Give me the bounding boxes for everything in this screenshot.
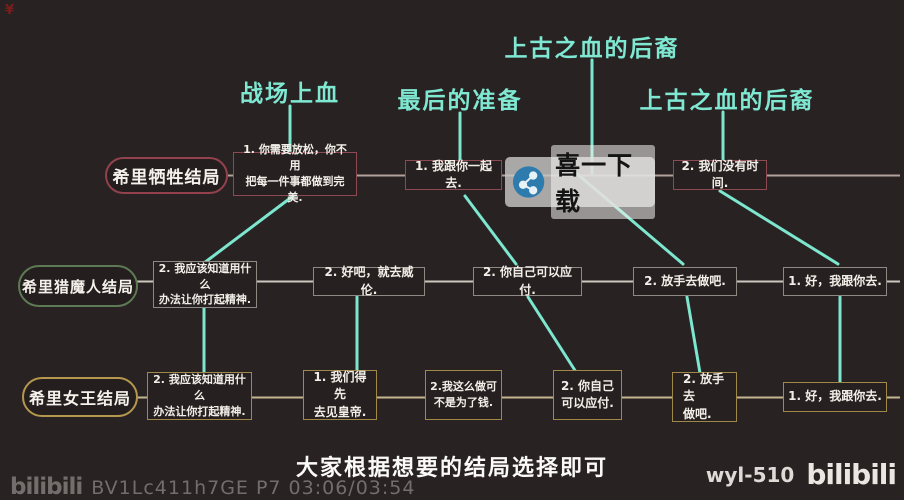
- branding-bottom-right: wyl-510 bilibili: [705, 458, 897, 491]
- choice-box: 2. 你自己 可以应付.: [553, 370, 622, 420]
- choice-box: 2. 你自己可以应付.: [473, 265, 582, 297]
- choice-box: 2. 我应该知道用什么 办法让你打起精神.: [147, 372, 252, 420]
- ending-pill-sacrifice: 希里牺牲结局: [105, 157, 228, 194]
- choice-box: 1. 好，我跟你去.: [783, 267, 887, 296]
- choice-box: 1. 好，我跟你去.: [783, 382, 887, 412]
- corner-mark: ¥: [5, 3, 15, 18]
- download-watermark: 喜一下载: [505, 145, 655, 219]
- choice-box: 2. 好吧，就去威伦.: [313, 265, 425, 297]
- ending-pill-witcher: 希里猎魔人结局: [18, 265, 138, 307]
- choice-box: 1. 你需要放松，你不用 把每一件事都做到完美.: [233, 143, 357, 204]
- choice-box: 2.我这么做可 不是为了钱.: [425, 370, 502, 420]
- quest-label-elder-blood-1: 上古之血的后裔: [504, 36, 680, 62]
- quest-label-blood-on-battlefield: 战场上血: [240, 81, 340, 107]
- quest-label-elder-blood-2: 上古之血的后裔: [639, 88, 815, 114]
- bilibili-logo-right: bilibili: [806, 458, 897, 491]
- choice-box: 1. 我跟你一起去.: [405, 159, 502, 190]
- subtitle-caption: 大家根据想要的结局选择即可: [295, 456, 609, 481]
- choice-box: 2. 放手去 做吧.: [672, 372, 737, 422]
- ending-pill-empress: 希里女王结局: [22, 377, 138, 417]
- choice-box: 1. 我们得先 去见皇帝.: [303, 370, 377, 420]
- bilibili-logo-left: bilibili: [10, 474, 83, 500]
- watermark-text: 喜一下载: [551, 145, 655, 219]
- choice-box: 2. 放手去做吧.: [633, 267, 737, 296]
- choice-box: 2. 我们没有时间.: [673, 159, 767, 190]
- video-id-and-time: BV1Lc411h7GE P7 03:06/03:54: [91, 477, 416, 499]
- share-nodes-icon: [512, 166, 545, 198]
- uploader-id: wyl-510: [705, 462, 795, 487]
- player-info-bar: bilibili BV1Lc411h7GE P7 03:06/03:54: [10, 474, 415, 500]
- quest-label-final-preparations: 最后的准备: [397, 88, 523, 114]
- choice-box: 2. 我应该知道用什么 办法让你打起精神.: [153, 261, 257, 308]
